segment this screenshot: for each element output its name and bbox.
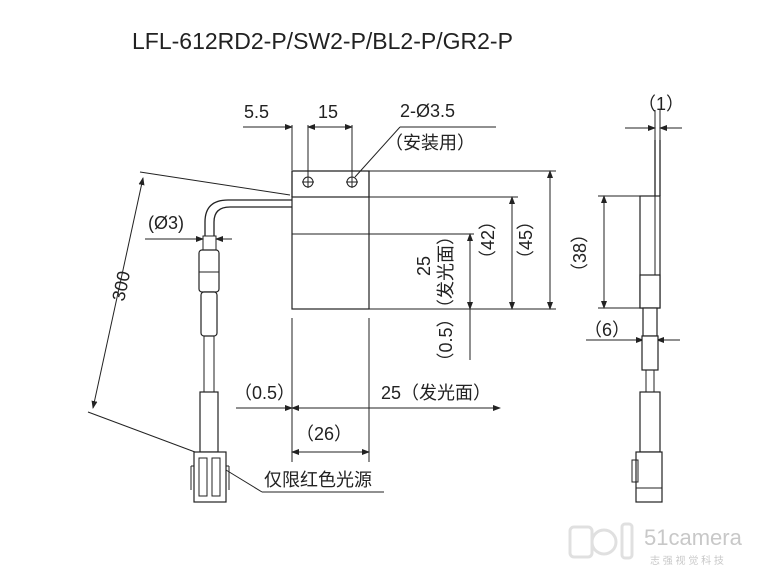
- dim-26: （26）: [296, 424, 352, 444]
- cable-assembly: [190, 235, 230, 503]
- dim-25-vertical-note: （发光面）: [436, 227, 456, 317]
- watermark: 51camera 志 强 视 觉 科 技: [568, 522, 743, 567]
- drawing-title: LFL-612RD2-P/SW2-P/BL2-P/GR2-P: [132, 28, 513, 54]
- dim-cable-dia: (Ø3): [148, 213, 184, 233]
- dim-25-vertical: 25: [414, 256, 434, 276]
- dim-side-thickness: （1）: [638, 94, 684, 114]
- cable-bend: [204, 199, 292, 236]
- watermark-brand: 51camera: [644, 525, 743, 550]
- mounting-tab: [291, 170, 370, 197]
- watermark-tagline: 志 强 视 觉 科 技: [650, 554, 724, 567]
- dim-45: （45）: [516, 212, 536, 268]
- front-view: 300 (Ø3) 5.5 15 2-Ø3.5 （安装用） 25 （发光面） （0…: [87, 101, 556, 503]
- light-source-label: 仅限红色光源: [264, 470, 372, 490]
- dim-side-6: （6）: [584, 320, 630, 340]
- dim-300: 300: [108, 269, 134, 303]
- dim-mount-holes: 2-Ø3.5: [400, 101, 455, 121]
- dim-0-5-vertical: （0.5）: [436, 309, 456, 370]
- mount-note: （安装用）: [385, 133, 475, 153]
- side-connector: [635, 451, 663, 503]
- dim-0-5-horizontal: （0.5）: [234, 383, 295, 403]
- dim-300-line: [91, 177, 145, 409]
- watermark-logo-icon: [568, 522, 634, 560]
- dim-25-horizontal: 25（发光面）: [381, 383, 491, 403]
- dim-side-38: （38）: [570, 225, 590, 281]
- dim-15: 15: [318, 102, 338, 122]
- dim-5-5: 5.5: [244, 102, 269, 122]
- dim-42: （42）: [478, 212, 498, 268]
- light-body: [291, 196, 370, 310]
- side-view: （1） （38） （6）: [570, 94, 684, 503]
